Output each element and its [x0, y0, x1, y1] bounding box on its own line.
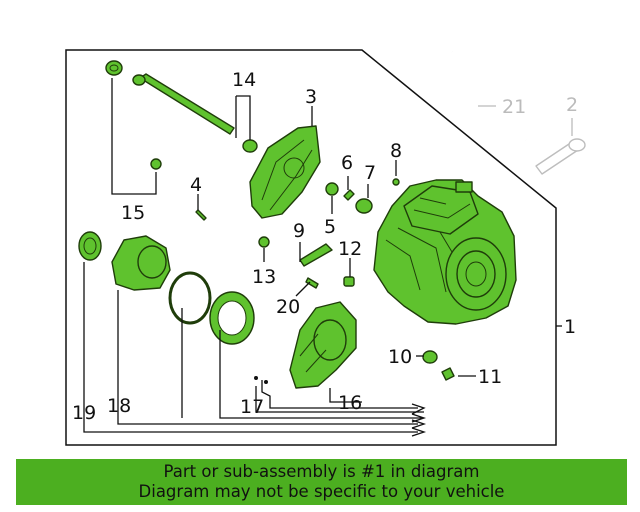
leader-lines [83, 78, 573, 437]
callout-19: 19 [72, 402, 96, 424]
part-11-bolt [441, 367, 455, 381]
part-20-sensor [305, 277, 319, 289]
part-ring-gear [209, 291, 255, 345]
part-14-shaft [132, 73, 258, 153]
callout-16: 16 [338, 392, 362, 414]
callout-labels: 1 2 3 4 5 6 7 8 9 10 11 12 13 14 15 16 1… [72, 69, 578, 424]
callout-14: 14 [232, 69, 256, 91]
part-12-plug [343, 276, 355, 287]
part-17-pins [254, 376, 268, 384]
ghost-part-2-bolt [535, 138, 586, 175]
part-1-transmission-case [373, 179, 517, 325]
banner-line-1: Part or sub-assembly is #1 in diagram [163, 462, 480, 481]
callout-20: 20 [276, 296, 300, 318]
callout-8: 8 [390, 140, 402, 162]
callout-3: 3 [305, 86, 317, 108]
part-18-differential [111, 235, 171, 291]
part-3-cover [249, 125, 321, 219]
callout-13: 13 [252, 266, 276, 288]
callout-21: 21 [502, 96, 526, 118]
callout-4: 4 [190, 174, 202, 196]
callout-5: 5 [324, 216, 336, 238]
callout-1: 1 [564, 316, 576, 338]
part-9-sensor [299, 243, 333, 267]
part-13-plug [258, 236, 270, 248]
part-19-seal [78, 231, 102, 261]
callout-10: 10 [388, 346, 412, 368]
part-4-bolt [195, 209, 207, 221]
callout-2: 2 [566, 94, 578, 116]
part-8-pin [392, 178, 400, 186]
callout-11: 11 [478, 366, 502, 388]
part-6-clip [343, 189, 355, 201]
callout-7: 7 [364, 162, 376, 184]
part-7-seal [355, 198, 373, 214]
part-10-bracket [422, 350, 438, 364]
banner-line-2: Diagram may not be specific to your vehi… [138, 482, 505, 501]
part-5-plug [325, 182, 339, 196]
callout-12: 12 [338, 238, 362, 260]
part-snap-ring [168, 271, 212, 325]
parts-diagram: 1 2 3 4 5 6 7 8 9 10 11 12 13 14 15 16 1… [65, 49, 586, 446]
disclaimer-banner: Part or sub-assembly is #1 in diagram Di… [16, 459, 627, 505]
part-15-seal [105, 60, 162, 170]
ghost-part-21-tube [450, 51, 527, 142]
callout-6: 6 [341, 152, 353, 174]
callout-15: 15 [121, 202, 145, 224]
callout-18: 18 [107, 395, 131, 417]
callout-17: 17 [240, 396, 264, 418]
callout-9: 9 [293, 220, 305, 242]
part-16-housing [289, 301, 357, 389]
